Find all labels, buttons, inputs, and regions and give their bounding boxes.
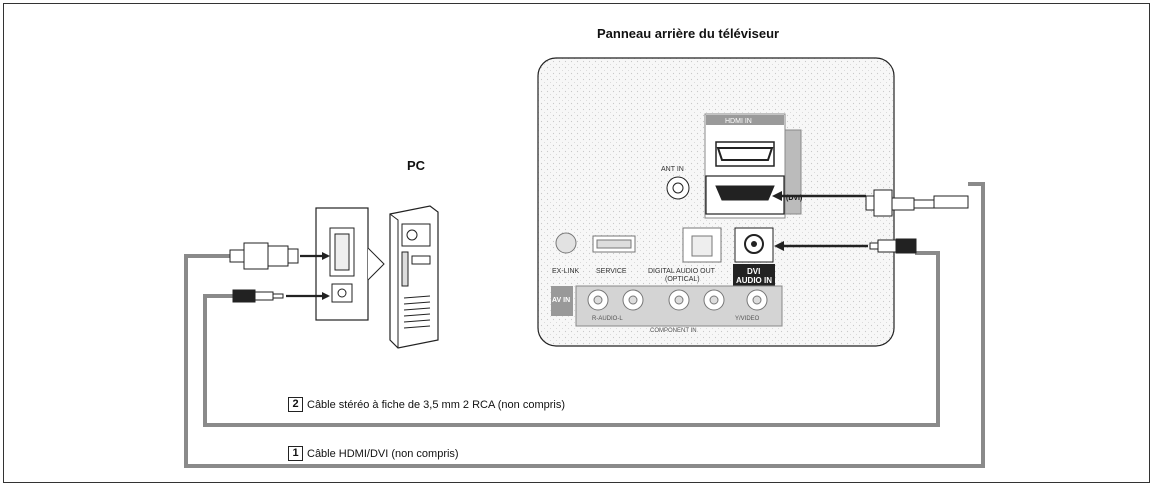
label-component-in: COMPONENT IN xyxy=(650,328,697,334)
label-ex-link: EX-LINK xyxy=(552,268,580,275)
label-dvi-audio-2: AUDIO IN xyxy=(736,276,772,285)
label-dvi-tag: (DVI) xyxy=(786,195,802,202)
pc-dvi-plug xyxy=(229,242,299,270)
pc-title: PC xyxy=(407,158,426,173)
label-optical: (OPTICAL) xyxy=(665,276,700,283)
cable-text-2: Câble stéréo à fiche de 3,5 mm 2 RCA (no… xyxy=(307,398,566,411)
tv-rca-plug xyxy=(869,238,917,254)
pc-tower xyxy=(389,205,439,349)
label-ant-in: ANT IN xyxy=(661,166,684,173)
cable-hdmi-dvi xyxy=(184,182,985,468)
tv-dvi-plug xyxy=(865,189,969,217)
cable-label-2: 2 Câble stéréo à fiche de 3,5 mm 2 RCA (… xyxy=(288,397,565,412)
cable-stereo-rca xyxy=(203,251,940,427)
cable-label-1: 1 Câble HDMI/DVI (non compris) xyxy=(288,446,459,461)
zoom-chevron xyxy=(367,247,385,281)
tv-panel-title: Panneau arrière du téléviseur xyxy=(597,26,780,41)
pc-stereo-plug xyxy=(232,289,284,303)
figure-frame xyxy=(3,3,1150,483)
label-av-in: AV IN xyxy=(552,297,570,304)
label-audio-lr: R-AUDIO-L xyxy=(592,316,623,322)
label-hdmi-in: HDMI IN xyxy=(725,118,752,125)
label-service: SERVICE xyxy=(596,268,627,275)
cable-text-1: Câble HDMI/DVI (non compris) xyxy=(307,447,459,460)
label-video: Y/VIDEO xyxy=(735,316,760,322)
label-dvi-audio-1: DVI xyxy=(747,267,760,276)
cable-number-2: 2 xyxy=(288,397,303,412)
label-digital-audio-out: DIGITAL AUDIO OUT xyxy=(648,268,716,275)
cable-number-1: 1 xyxy=(288,446,303,461)
pc-back-plate xyxy=(315,207,369,321)
tv-rear-panel xyxy=(537,57,895,347)
